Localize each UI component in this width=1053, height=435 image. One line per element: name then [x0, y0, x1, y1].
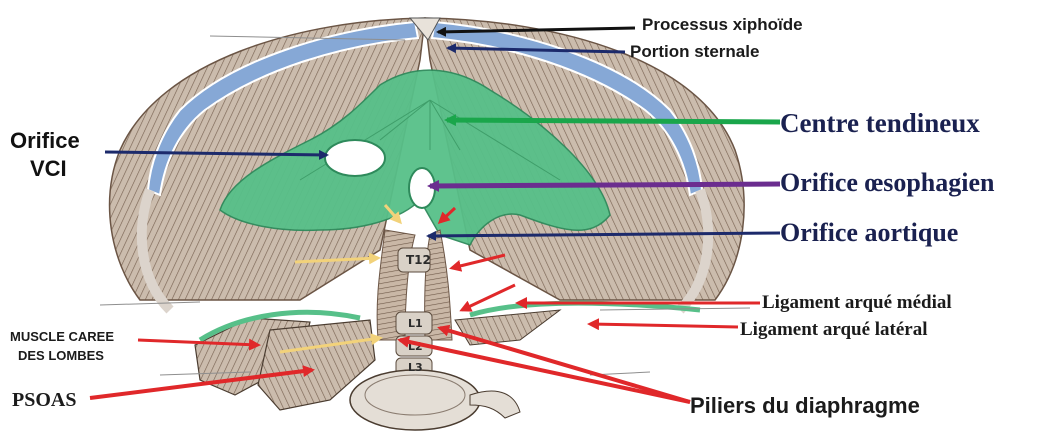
label-centre-tendineux: Centre tendineux — [780, 110, 980, 137]
lumbar-vertebra-body — [350, 370, 480, 430]
label-ligament-arque-lateral: Ligament arqué latéral — [740, 320, 928, 339]
vertebra-label-t12: T12 — [406, 253, 431, 267]
label-piliers-du-diaphragme: Piliers du diaphragme — [690, 395, 920, 417]
label-orifice-vci-line2: VCI — [30, 158, 67, 180]
label-portion-sternale: Portion sternale — [630, 43, 759, 60]
label-orifice-vci-line1: Orifice — [10, 130, 80, 152]
label-orifice-oesophagien: Orifice œsophagien — [780, 170, 995, 196]
vertebra-label-l1: L1 — [408, 317, 423, 330]
label-muscle-caree-line1: MUSCLE CAREE — [10, 330, 114, 343]
arrow-centre-tendineux — [447, 120, 780, 122]
label-ligament-arque-medial: Ligament arqué médial — [762, 293, 952, 312]
label-orifice-aortique: Orifice aortique — [780, 220, 958, 246]
vertebra-label-l3: L3 — [408, 361, 423, 374]
spinous-process — [470, 391, 520, 418]
arrow-orifice-oesophagien — [430, 184, 780, 186]
label-processus-xiphoide: Processus xiphoïde — [642, 16, 803, 33]
arrow-ligament-arque-lateral — [590, 324, 738, 327]
vci-orifice — [325, 140, 385, 176]
label-muscle-caree-line2: DES LOMBES — [18, 349, 104, 362]
label-psoas: PSOAS — [12, 390, 76, 410]
